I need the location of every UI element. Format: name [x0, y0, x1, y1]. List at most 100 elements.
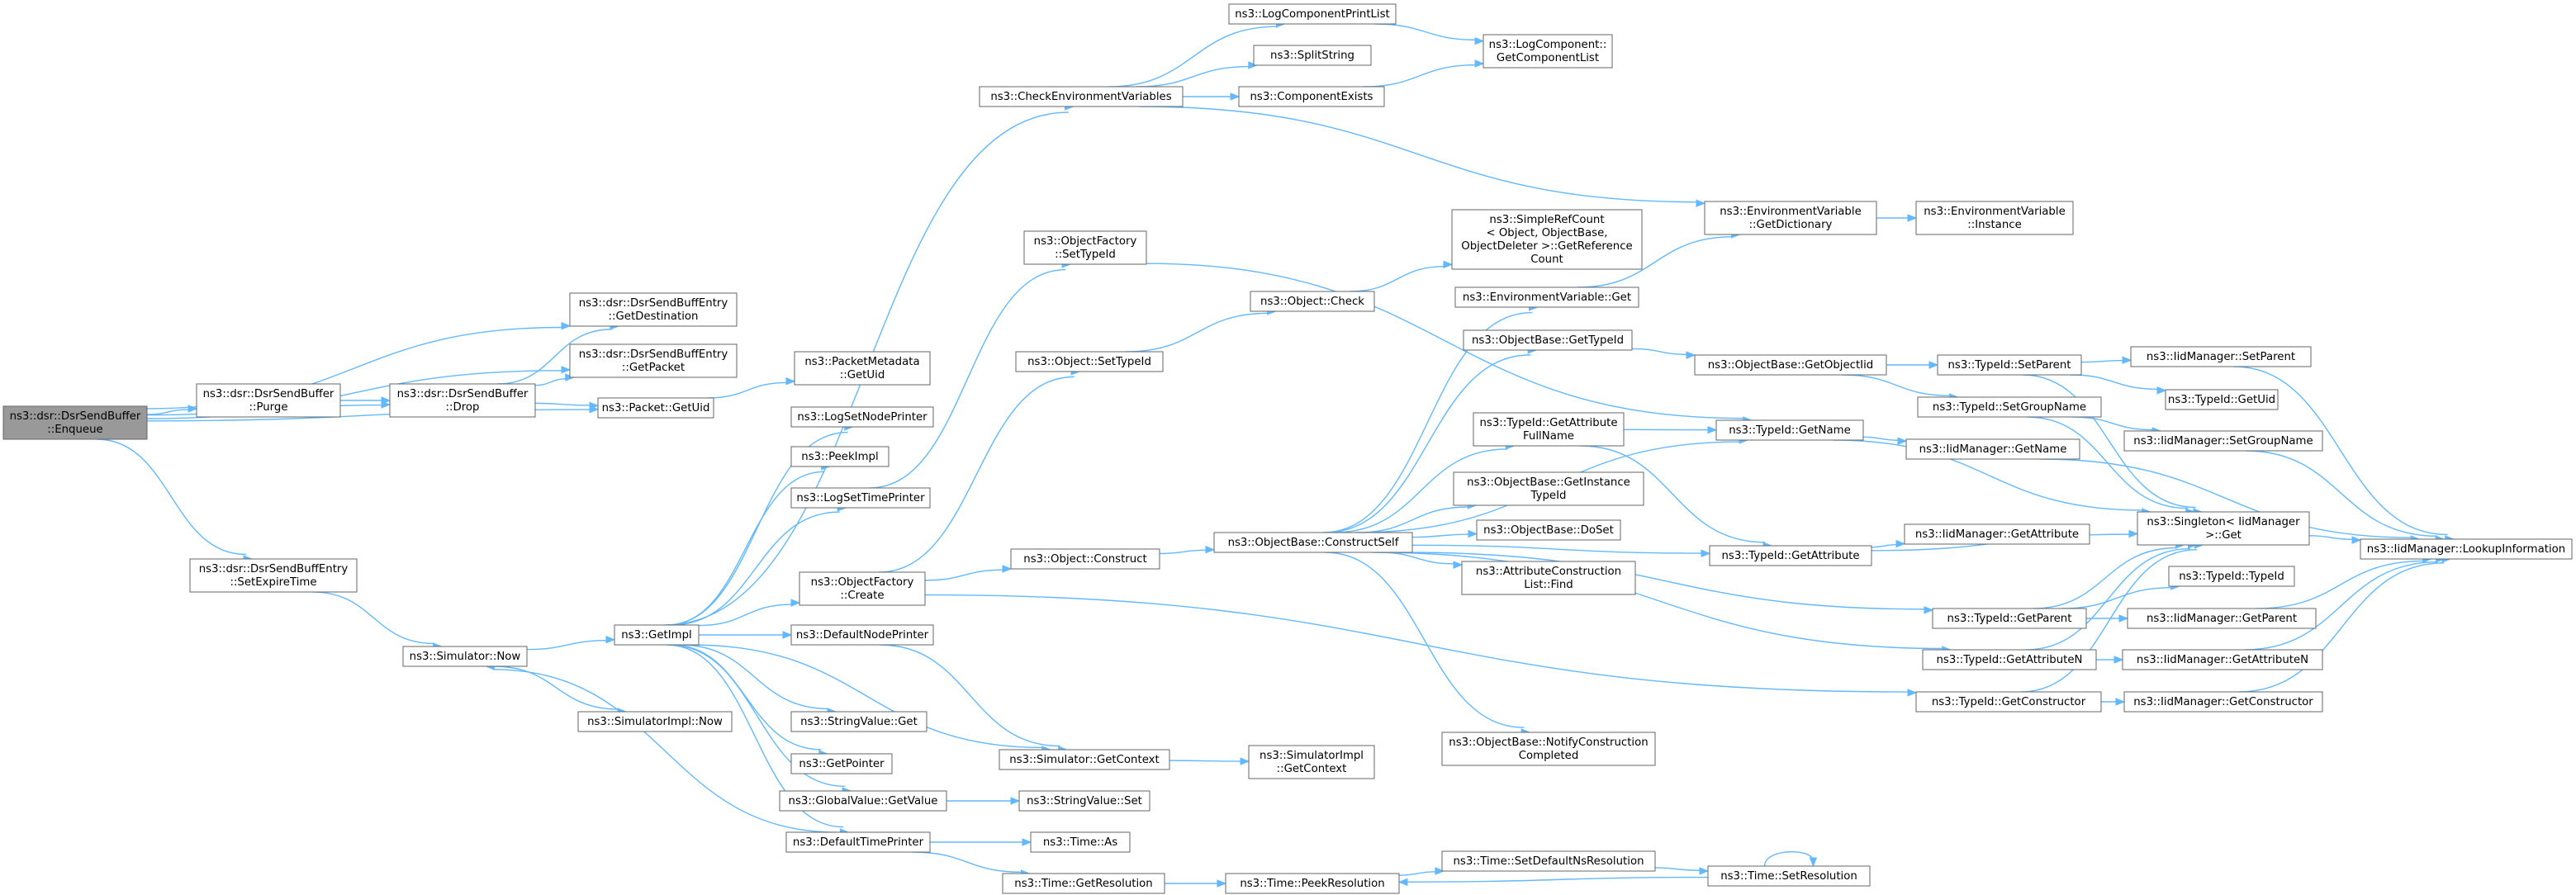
- function-node-envgetdict[interactable]: ns3::EnvironmentVariable::GetDictionary: [1704, 201, 1877, 235]
- function-node-logcompgetlist[interactable]: ns3::LogComponent::GetComponentList: [1483, 34, 1613, 69]
- function-node-setexpire[interactable]: ns3::dsr::DsrSendBuffEntry::SetExpireTim…: [189, 558, 358, 593]
- call-edge: [1398, 867, 1445, 876]
- function-node-iidsetgroup[interactable]: ns3::IidManager::SetGroupName: [2123, 430, 2323, 452]
- function-node-peekimpl[interactable]: ns3::PeekImpl: [790, 446, 890, 467]
- function-node-tidgetconstructor[interactable]: ns3::TypeId::GetConstructor: [1915, 691, 2102, 713]
- function-node-pmdgetuid[interactable]: ns3::PacketMetadata::GetUid: [794, 351, 931, 386]
- function-node-label: ns3::AttributeConstruction: [1476, 566, 1621, 578]
- function-node-label: ns3::TypeId::GetName: [1729, 424, 1851, 437]
- function-node-timegetres[interactable]: ns3::Time::GetResolution: [1002, 873, 1165, 894]
- function-node-label: ns3::dsr::DsrSendBuffer: [203, 388, 334, 400]
- function-node-purge[interactable]: ns3::dsr::DsrSendBuffer::Purge: [196, 383, 341, 418]
- call-edge: [1372, 552, 1952, 654]
- function-node-ofcreate[interactable]: ns3::ObjectFactory::Create: [799, 571, 926, 606]
- call-edge: [1165, 879, 1227, 888]
- call-edge: [312, 591, 443, 651]
- function-node-label: ns3::LogComponentPrintList: [1235, 8, 1390, 21]
- function-node-setdefaultns[interactable]: ns3::Time::SetDefaultNsResolution: [1441, 850, 1656, 872]
- function-node-label: ns3::PeekImpl: [801, 451, 878, 463]
- function-node-obdoset[interactable]: ns3::ObjectBase::DoSet: [1476, 519, 1621, 541]
- function-node-simimplgetctx[interactable]: ns3::SimulatorImpl::GetContext: [1248, 745, 1375, 779]
- function-node-simplerefcount[interactable]: ns3::SimpleRefCount< Object, ObjectBase,…: [1451, 209, 1643, 270]
- function-node-tidsetgroup[interactable]: ns3::TypeId::SetGroupName: [1917, 396, 2102, 418]
- function-node-drop[interactable]: ns3::dsr::DsrSendBuffer::Drop: [389, 383, 536, 418]
- function-node-envget[interactable]: ns3::EnvironmentVariable::Get: [1454, 286, 1639, 308]
- function-node-objconstruct[interactable]: ns3::Object::Construct: [1010, 548, 1160, 570]
- function-node-tidgetuid[interactable]: ns3::TypeId::GetUid: [2165, 389, 2279, 410]
- function-node-label: ns3::TypeId::GetUid: [2168, 394, 2275, 406]
- function-node-peekres[interactable]: ns3::Time::PeekResolution: [1225, 873, 1400, 894]
- function-node-label: ns3::CheckEnvironmentVariables: [990, 91, 1171, 103]
- function-node-label: ns3::IidManager::SetGroupName: [2133, 435, 2313, 448]
- function-node-obnotify[interactable]: ns3::ObjectBase::NotifyConstructionCompl…: [1441, 732, 1656, 766]
- function-node-iidsetparent[interactable]: ns3::IidManager::SetParent: [2130, 346, 2312, 367]
- function-node-singletonget[interactable]: ns3::Singleton< IidManager>::Get: [2137, 511, 2310, 546]
- function-node-getpointer[interactable]: ns3::GetPointer: [790, 753, 893, 774]
- function-node-label: ns3::Object::Check: [1260, 296, 1364, 308]
- call-edge: [671, 644, 829, 758]
- function-node-objsettypeid[interactable]: ns3::Object::SetTypeId: [1015, 351, 1164, 372]
- call-edge: [1350, 260, 1454, 292]
- function-node-iidgetattrn[interactable]: ns3::IidManager::GetAttributeN: [2122, 649, 2323, 670]
- function-node-timesetres[interactable]: ns3::Time::SetResolution: [1707, 865, 1871, 887]
- function-node-simimplnow[interactable]: ns3::SimulatorImpl::Now: [577, 711, 733, 732]
- function-node-tidtypeid[interactable]: ns3::TypeId::TypeId: [2168, 566, 2295, 587]
- function-node-getimpl[interactable]: ns3::GetImpl: [614, 624, 700, 646]
- function-node-pktgetuid[interactable]: ns3::Packet::GetUid: [597, 397, 714, 419]
- function-node-logsetnode[interactable]: ns3::LogSetNodePrinter: [790, 406, 934, 428]
- function-node-tidgetname[interactable]: ns3::TypeId::GetName: [1715, 419, 1864, 441]
- function-node-label: ns3::TypeId::GetAttributeN: [1937, 654, 2083, 666]
- function-node-label: ns3::EnvironmentVariable: [1924, 206, 2066, 218]
- function-node-objcheck[interactable]: ns3::Object::Check: [1250, 291, 1375, 312]
- function-nodes: ns3::dsr::DsrSendBuffer::Enqueuens3::dsr…: [2, 3, 2573, 894]
- function-node-obgetobjectiid[interactable]: ns3::ObjectBase::GetObjectIid: [1694, 354, 1887, 376]
- function-node-tidgetparent[interactable]: ns3::TypeId::GetParent: [1932, 608, 2087, 629]
- function-node-obgettypeid[interactable]: ns3::ObjectBase::GetTypeId: [1463, 329, 1633, 351]
- call-edge: [1374, 23, 1485, 45]
- function-node-label: ns3::TypeId::GetParent: [1947, 613, 2072, 625]
- function-node-gvgetvalue[interactable]: ns3::GlobalValue::GetValue: [779, 790, 947, 812]
- function-node-label: ns3::Object::SetTypeId: [1027, 356, 1151, 368]
- function-node-tidgetattr[interactable]: ns3::TypeId::GetAttribute: [1709, 545, 1872, 566]
- function-node-deftimeprinter[interactable]: ns3::DefaultTimePrinter: [785, 831, 931, 853]
- function-node-ofsettypeid[interactable]: ns3::ObjectFactory::SetTypeId: [1023, 230, 1147, 265]
- function-node-label: ns3::SplitString: [1270, 50, 1354, 62]
- function-node-checkenv[interactable]: ns3::CheckEnvironmentVariables: [979, 86, 1184, 107]
- function-node-simgetctx[interactable]: ns3::Simulator::GetContext: [999, 749, 1170, 770]
- call-edge: [1363, 59, 1485, 88]
- function-node-tidsetparent[interactable]: ns3::TypeId::SetParent: [1937, 354, 2082, 376]
- function-node-label: ns3::ObjectBase::GetObjectIid: [1708, 359, 1873, 372]
- function-node-getpacket[interactable]: ns3::dsr::DsrSendBuffEntry::GetPacket: [569, 343, 738, 378]
- call-edge: [1159, 545, 1216, 555]
- call-edge: [1842, 374, 1959, 401]
- function-node-getdest[interactable]: ns3::dsr::DsrSendBuffEntry::GetDestinati…: [569, 292, 738, 327]
- function-node-constructself[interactable]: ns3::ObjectBase::ConstructSelf: [1213, 532, 1413, 553]
- function-node-label: ns3::IidManager::GetName: [1919, 443, 2067, 456]
- function-node-iidgetattr[interactable]: ns3::IidManager::GetAttribute: [1904, 523, 2090, 545]
- function-node-logcompprint[interactable]: ns3::LogComponentPrintList: [1228, 3, 1397, 25]
- function-node-iidgetconstructor[interactable]: ns3::IidManager::GetConstructor: [2123, 691, 2323, 713]
- function-node-logsettime[interactable]: ns3::LogSetTimePrinter: [790, 487, 931, 509]
- function-node-root[interactable]: ns3::dsr::DsrSendBuffer::Enqueue: [2, 405, 148, 440]
- function-node-iidlookup[interactable]: ns3::IidManager::LookupInformation: [2360, 538, 2573, 560]
- function-node-simnow[interactable]: ns3::Simulator::Now: [402, 646, 528, 667]
- function-node-iidgetname[interactable]: ns3::IidManager::GetName: [1905, 438, 2080, 460]
- call-edge: [2080, 356, 2132, 364]
- function-node-label: ns3::ObjectFactory: [1034, 235, 1137, 248]
- function-node-tidgetattrn[interactable]: ns3::TypeId::GetAttributeN: [1922, 649, 2097, 670]
- function-node-strvalget[interactable]: ns3::StringValue::Get: [790, 711, 927, 732]
- function-node-iidgetparent[interactable]: ns3::IidManager::GetParent: [2127, 608, 2317, 629]
- function-node-splitstring[interactable]: ns3::SplitString: [1253, 45, 1372, 66]
- function-node-strvalset[interactable]: ns3::StringValue::Set: [1018, 790, 1150, 812]
- function-node-compexists[interactable]: ns3::ComponentExists: [1238, 86, 1385, 107]
- function-node-timeas[interactable]: ns3::Time::As: [1030, 831, 1131, 853]
- call-edge: [671, 504, 847, 626]
- function-node-label: ::SetExpireTime: [230, 576, 316, 589]
- function-node-envinstance[interactable]: ns3::EnvironmentVariable::Instance: [1915, 201, 2074, 235]
- function-node-label: TypeId: [1530, 490, 1567, 502]
- function-node-defnodeprinter[interactable]: ns3::DefaultNodePrinter: [790, 624, 934, 646]
- function-node-label: List::Find: [1524, 579, 1573, 591]
